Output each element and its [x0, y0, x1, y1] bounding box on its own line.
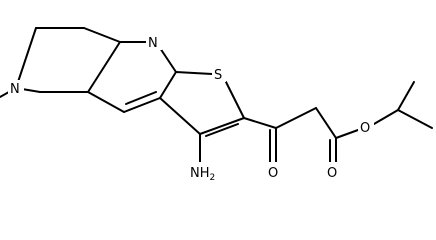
- bond-isopropyl-me1: [397, 81, 415, 111]
- atom-label-n-pyridine: N: [148, 36, 158, 51]
- bond-c3-c3a: [159, 97, 201, 135]
- bond-isopropyl-me2: [397, 109, 433, 129]
- bond-c9a-s: [175, 71, 213, 75]
- atom-label-ketone-o: O: [268, 166, 278, 181]
- bond-n-pyr-c9a: [159, 47, 177, 73]
- amine-subscript: 2: [210, 173, 216, 183]
- molecule-drawing: N N S NH2 O O O: [0, 27, 433, 183]
- amine-text: NH: [190, 166, 210, 181]
- bond-c4-c3a: [123, 97, 161, 113]
- atom-label-ester-ether-o: O: [360, 121, 370, 136]
- label-bg-ester-ether-o: [358, 118, 374, 136]
- bond-ketone-ch2: [275, 107, 317, 129]
- structure-canvas: N N S NH2 O O O: [0, 27, 433, 183]
- bond-n-c-top: [15, 27, 37, 89]
- bond-ester-c-o: [335, 129, 359, 139]
- bond-c3a-c9a: [159, 71, 177, 99]
- atom-label-n-methyl: N: [10, 82, 20, 97]
- atom-label-ester-carbonyl-o: O: [327, 166, 337, 181]
- bond-s-c2: [225, 81, 245, 119]
- bond-c2-ketone-c: [243, 117, 277, 129]
- label-bg-ester-carbonyl-o: [325, 162, 341, 180]
- label-bg-amine: [190, 162, 222, 182]
- bond-top-2: [83, 27, 121, 43]
- bond-c2-c3-double: [205, 123, 239, 137]
- bond-o-isopropyl: [373, 109, 399, 125]
- label-bg-n-pyridine: [146, 34, 162, 50]
- bond-ch2-ester-c: [315, 107, 337, 139]
- label-bg-n-methyl: [8, 80, 24, 96]
- bond-c4-c3a-double: [125, 91, 157, 105]
- bond-c2-c3: [199, 117, 245, 135]
- bond-c8a-c4a: [87, 41, 121, 93]
- label-bg-sulfur: [212, 66, 226, 82]
- bond-c4a-c4: [87, 91, 125, 113]
- atom-label-amine: NH2: [190, 166, 215, 183]
- atom-label-sulfur: S: [214, 68, 222, 83]
- label-bg-ketone-o: [266, 162, 282, 180]
